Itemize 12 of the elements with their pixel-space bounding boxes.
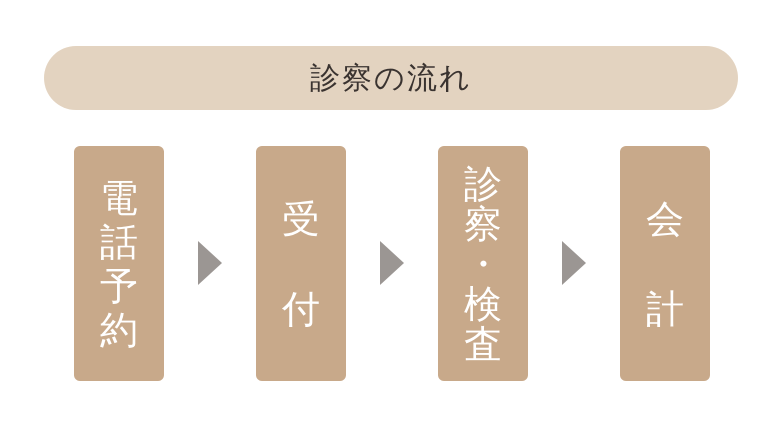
step-label: 電話予約 bbox=[99, 176, 139, 352]
arrow bbox=[380, 241, 404, 285]
step-label: 受付 bbox=[281, 196, 321, 332]
step-box bbox=[620, 146, 710, 381]
step-box bbox=[438, 146, 528, 381]
step-box bbox=[256, 146, 346, 381]
arrow bbox=[198, 241, 222, 285]
arrow bbox=[562, 241, 586, 285]
step-box bbox=[74, 146, 164, 381]
title-text: 診察の流れ bbox=[310, 60, 472, 98]
step-label: 診察・検査 bbox=[463, 164, 503, 364]
step-label: 会計 bbox=[645, 196, 685, 332]
